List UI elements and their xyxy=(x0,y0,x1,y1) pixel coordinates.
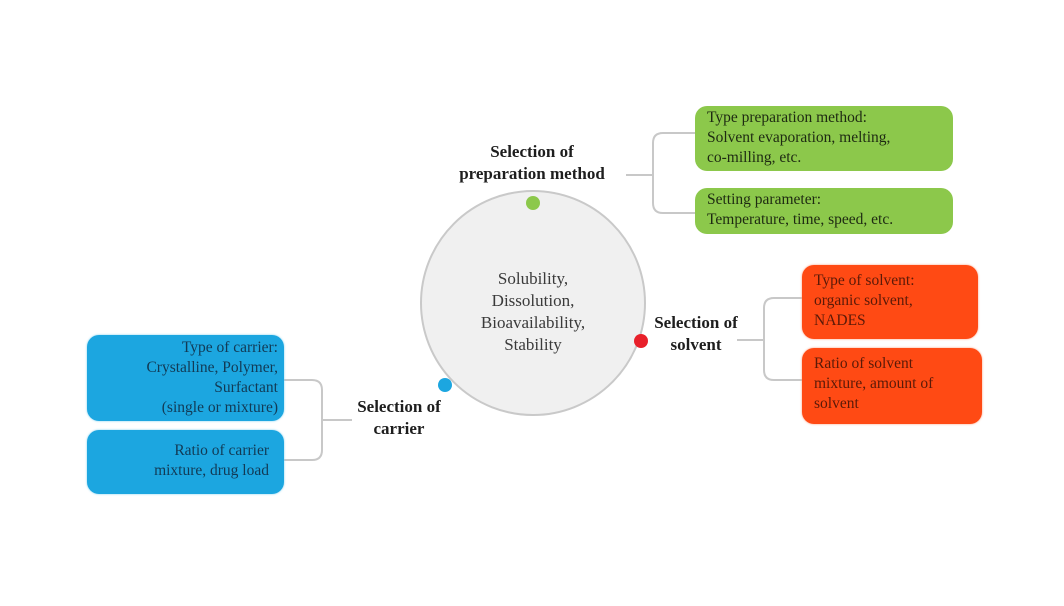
box-line: Surfactant xyxy=(214,379,278,396)
carrier-branch-label: Selection of carrier xyxy=(346,396,452,440)
carrier-connector xyxy=(284,379,352,461)
box-line: Ratio of solvent xyxy=(814,355,914,372)
box-line: solvent xyxy=(814,395,859,412)
box-line: mixture, drug load xyxy=(154,462,269,479)
preparation-connector xyxy=(626,132,695,214)
hub-line: Bioavailability, xyxy=(480,313,586,332)
label-line: solvent xyxy=(670,335,722,354)
box-line: Setting parameter: xyxy=(707,191,822,208)
box-line: mixture, amount of xyxy=(814,375,934,392)
hub-circle xyxy=(420,190,646,416)
solvent-type-box: Type of solvent: organic solvent, NADES xyxy=(802,265,978,339)
box-line: Crystalline, Polymer, xyxy=(146,359,278,376)
solvent-branch-label: Selection of solvent xyxy=(643,312,749,356)
carrier-ratio-box: Ratio of carrier mixture, drug load xyxy=(87,430,284,494)
box-line: Temperature, time, speed, etc. xyxy=(707,211,894,228)
carrier-type-box: Type of carrier: Crystalline, Polymer, S… xyxy=(87,335,284,421)
hub-line: Solubility, xyxy=(497,269,569,288)
label-line: Selection of xyxy=(490,142,574,161)
solvent-connector xyxy=(737,297,802,381)
solvent-node-dot xyxy=(634,334,648,348)
preparation-parameter-box: Setting parameter: Temperature, time, sp… xyxy=(695,188,953,234)
box-line: Solvent evaporation, melting, xyxy=(707,129,891,146)
hub-line: Dissolution, xyxy=(491,291,575,310)
box-line: Ratio of carrier xyxy=(174,442,269,459)
preparation-method-type-box: Type preparation method: Solvent evapora… xyxy=(695,106,953,171)
carrier-node-dot xyxy=(438,378,452,392)
preparation-node-dot xyxy=(526,196,540,210)
box-line: Type of solvent: xyxy=(814,272,915,289)
label-line: Selection of xyxy=(654,313,738,332)
box-line: (single or mixture) xyxy=(161,399,278,416)
label-line: preparation method xyxy=(459,164,605,183)
hub-line: Stability xyxy=(504,335,562,354)
box-line: Type preparation method: xyxy=(707,109,867,126)
box-line: organic solvent, xyxy=(814,292,913,309)
label-line: Selection of xyxy=(357,397,441,416)
hub-text: Solubility, Dissolution, Bioavailability… xyxy=(443,268,623,356)
label-line: carrier xyxy=(373,419,425,438)
box-line: NADES xyxy=(814,312,866,329)
solvent-ratio-box: Ratio of solvent mixture, amount of solv… xyxy=(802,348,982,424)
preparation-branch-label: Selection of preparation method xyxy=(442,141,622,185)
box-line: Type of carrier: xyxy=(181,339,278,356)
box-line: co-milling, etc. xyxy=(707,149,802,166)
